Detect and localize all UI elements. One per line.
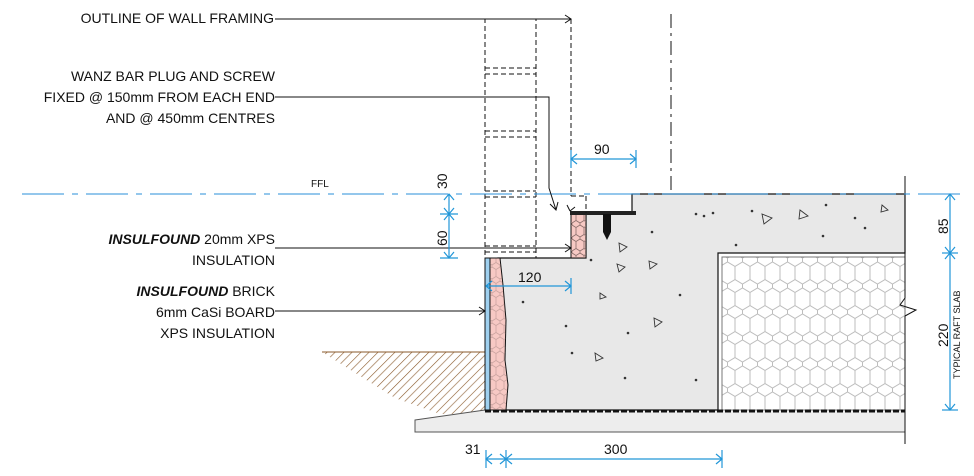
dim-85: 85 [935, 218, 951, 234]
callout-wanz-bar: WANZ BAR PLUG AND SCREW FIXED @ 150mm FR… [44, 66, 275, 129]
callout-brick-rest: BRICK [228, 283, 275, 299]
dim-300: 300 [604, 441, 628, 457]
sub-base-layer [414, 409, 906, 433]
callout-brick: INSULFOUND BRICK 6mm CaSi BOARD XPS INSU… [137, 281, 275, 344]
callout-brick-brand: INSULFOUND [136, 283, 229, 299]
callout-brick-line3: XPS INSULATION [160, 325, 275, 341]
callout-xps-brand: INSULFOUND [108, 231, 201, 247]
callout-wanz-bar-line1: WANZ BAR PLUG AND SCREW [70, 68, 275, 84]
leader-lines [275, 14, 572, 316]
callout-xps-20: INSULFOUND 20mm XPS INSULATION [109, 229, 275, 271]
dim-30: 30 [434, 173, 450, 189]
callout-wall-framing: OUTLINE OF WALL FRAMING [80, 10, 274, 26]
dim-120: 120 [518, 269, 542, 285]
callout-xps-line2: INSULATION [192, 252, 275, 268]
dim-220: 220 [935, 323, 951, 347]
dimension-lines [440, 150, 958, 468]
dim-60: 60 [434, 230, 450, 246]
soil-ground [322, 351, 485, 414]
slab-label: TYPICAL RAFT SLAB [952, 290, 962, 379]
dim-31: 31 [465, 441, 481, 457]
slab-break-line [899, 176, 918, 444]
concrete-raft-slab [497, 193, 906, 411]
callout-wanz-bar-line3: AND @ 450mm CENTRES [105, 110, 275, 126]
callout-xps-rest: 20mm XPS [200, 231, 275, 247]
callout-wanz-bar-line2: FIXED @ 150mm FROM EACH END [43, 89, 275, 105]
xps-rebate-insulation [570, 212, 587, 259]
ffl-label: FFL [311, 179, 329, 190]
callout-brick-line2: 6mm CaSi BOARD [155, 304, 275, 320]
insulfound-edge-insulation [484, 257, 509, 411]
dim-90: 90 [594, 141, 610, 157]
